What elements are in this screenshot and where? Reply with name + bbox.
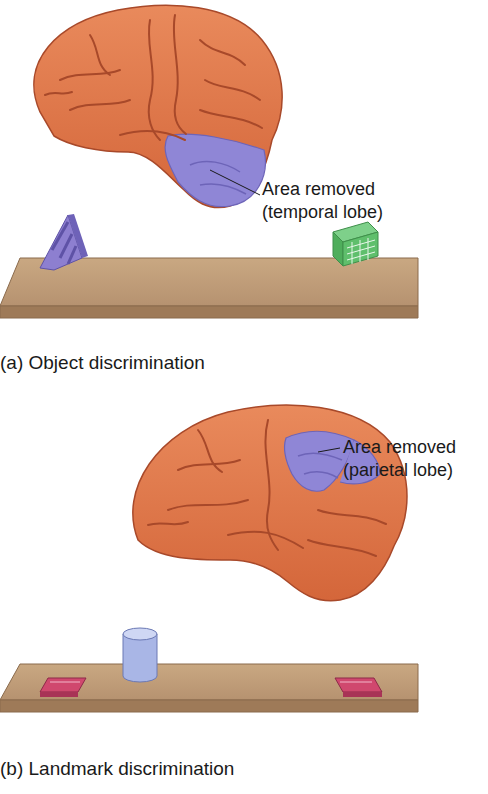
panel-caption: (b) Landmark discrimination bbox=[0, 757, 440, 782]
leader-line bbox=[318, 448, 340, 452]
leader-line bbox=[210, 170, 260, 195]
callout-label: Area removed (parietal lobe) bbox=[343, 436, 483, 483]
test-board bbox=[0, 628, 418, 712]
brain-illustration bbox=[34, 5, 282, 207]
panel-caption: (a) Object discrimination bbox=[0, 351, 440, 376]
callout-label: Area removed (temporal lobe) bbox=[262, 178, 412, 225]
test-board bbox=[0, 214, 418, 318]
removed-area bbox=[165, 134, 265, 207]
brain-illustration bbox=[133, 405, 407, 601]
